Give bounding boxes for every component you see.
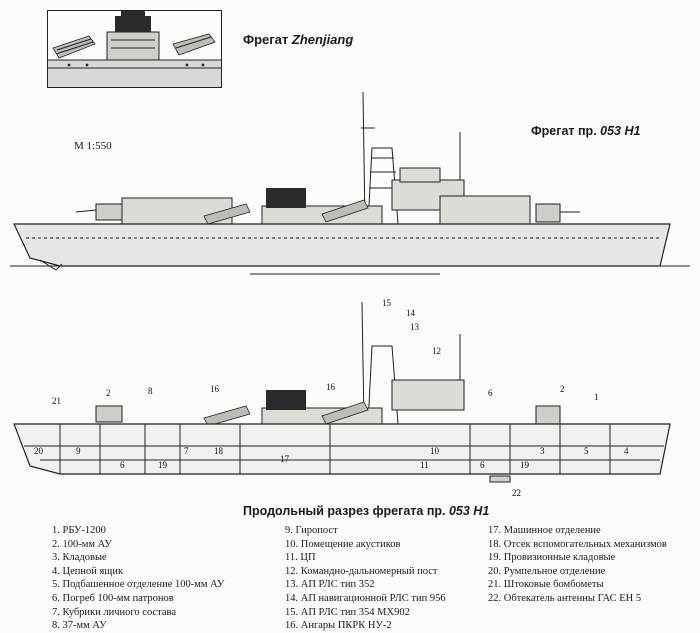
legend-item: 21. Штоковые бомбометы (488, 579, 604, 591)
callout-15: 15 (382, 298, 392, 308)
callout-11: 11 (420, 460, 429, 470)
legend-item: 16. Ангары ПКРК НУ-2 (285, 620, 392, 632)
callout-10: 10 (430, 446, 440, 456)
callout-20: 20 (34, 446, 44, 456)
legend-item: 13. АП РЛС тип 352 (285, 579, 375, 591)
legend-item: 1. РБУ-1200 (52, 525, 106, 536)
inset-title: Фрегат Zhenjiang (243, 32, 353, 47)
section-caption-project: 053 Н1 (448, 504, 490, 518)
callout-12: 12 (432, 346, 441, 356)
callout-14: 14 (406, 308, 416, 318)
inset-panel (47, 10, 222, 88)
callout-16b: 16 (326, 382, 336, 392)
legend-item: 9. Гиропост (285, 525, 338, 536)
callout-7: 7 (184, 446, 189, 456)
zhenjiang-drawing (47, 10, 222, 88)
legend-item: 17. Машинное отделение (488, 525, 601, 536)
callout-6b: 6 (120, 460, 125, 470)
callout-19b: 19 (520, 460, 530, 470)
section-caption: Продольный разрез фрегата пр. 053 Н1 (243, 504, 489, 518)
callout-1: 1 (594, 392, 599, 402)
legend-item: 10. Помещение акустиков (285, 538, 401, 550)
callout-4: 4 (624, 446, 629, 456)
callout-19a: 19 (158, 460, 168, 470)
side-view-title-prefix: Фрегат пр. (531, 124, 597, 138)
callout-18: 18 (214, 446, 224, 456)
callout-8: 8 (148, 386, 153, 396)
callout-17: 17 (280, 454, 290, 464)
legend-item: 22. Обтекатель антенны ГАС ЕН 5 (488, 592, 642, 604)
legend-item: 7. Кубрики личного состава (52, 606, 177, 618)
legend-item: 3. Кладовые (52, 552, 107, 564)
callout-13: 13 (410, 322, 420, 332)
callout-labels: 15 14 13 12 16 16 8 2 2 1 6 21 20 9 6 19… (34, 298, 629, 498)
inset-title-prefix: Фрегат (243, 32, 289, 47)
callout-22: 22 (512, 488, 521, 498)
legend-item: 2. 100-мм АУ (52, 538, 112, 550)
callout-6a: 6 (488, 388, 493, 398)
legend-item: 5. Подбашенное отделение 100-мм АУ (52, 579, 225, 591)
legend-item: 15. АП РЛС тип 354 МХ902 (285, 606, 410, 618)
legend-column-3: 17. Машинное отделение 18. Отсек вспомог… (488, 524, 667, 606)
legend-item: 6. Погреб 100-мм патронов (52, 592, 174, 604)
callout-9: 9 (76, 446, 81, 456)
inset-title-ship: Zhenjiang (291, 32, 354, 47)
side-view-title: Фрегат пр. 053 Н1 (531, 124, 640, 138)
legend-item: 8. 37-мм АУ (52, 620, 107, 632)
callout-2a: 2 (106, 388, 111, 398)
section-view-drawing: 15 14 13 12 16 16 8 2 2 1 6 21 20 9 6 19… (13, 298, 671, 498)
legend-item: 4. Цепной ящик (52, 565, 124, 577)
side-view-title-project: 053 Н1 (600, 124, 641, 138)
callout-3: 3 (540, 446, 545, 456)
legend-item: 18. Отсек вспомогательных механизмов (488, 538, 667, 550)
legend-column-1: 1. РБУ-1200 2. 100-мм АУ 3. Кладовые 4. … (52, 524, 224, 633)
callout-21: 21 (52, 396, 61, 406)
callout-16a: 16 (210, 384, 220, 394)
callout-5: 5 (584, 446, 589, 456)
side-view-drawing (10, 91, 690, 275)
legend-column-2: 9. Гиропост 10. Помещение акустиков 11. … (285, 524, 446, 633)
section-caption-prefix: Продольный разрез фрегата пр. (243, 504, 446, 518)
legend-item: 19. Провизионные кладовые (488, 552, 616, 564)
legend-item: 20. Румпельное отделение (488, 565, 606, 577)
scale-label: М 1:550 (74, 140, 112, 152)
callout-2b: 2 (560, 384, 565, 394)
legend-item: 11. ЦП (285, 552, 316, 564)
legend-item: 12. Командно-дальномерный пост (285, 565, 438, 577)
callout-6c: 6 (480, 460, 485, 470)
legend-item: 14. АП навигационной РЛС тип 956 (285, 592, 446, 604)
